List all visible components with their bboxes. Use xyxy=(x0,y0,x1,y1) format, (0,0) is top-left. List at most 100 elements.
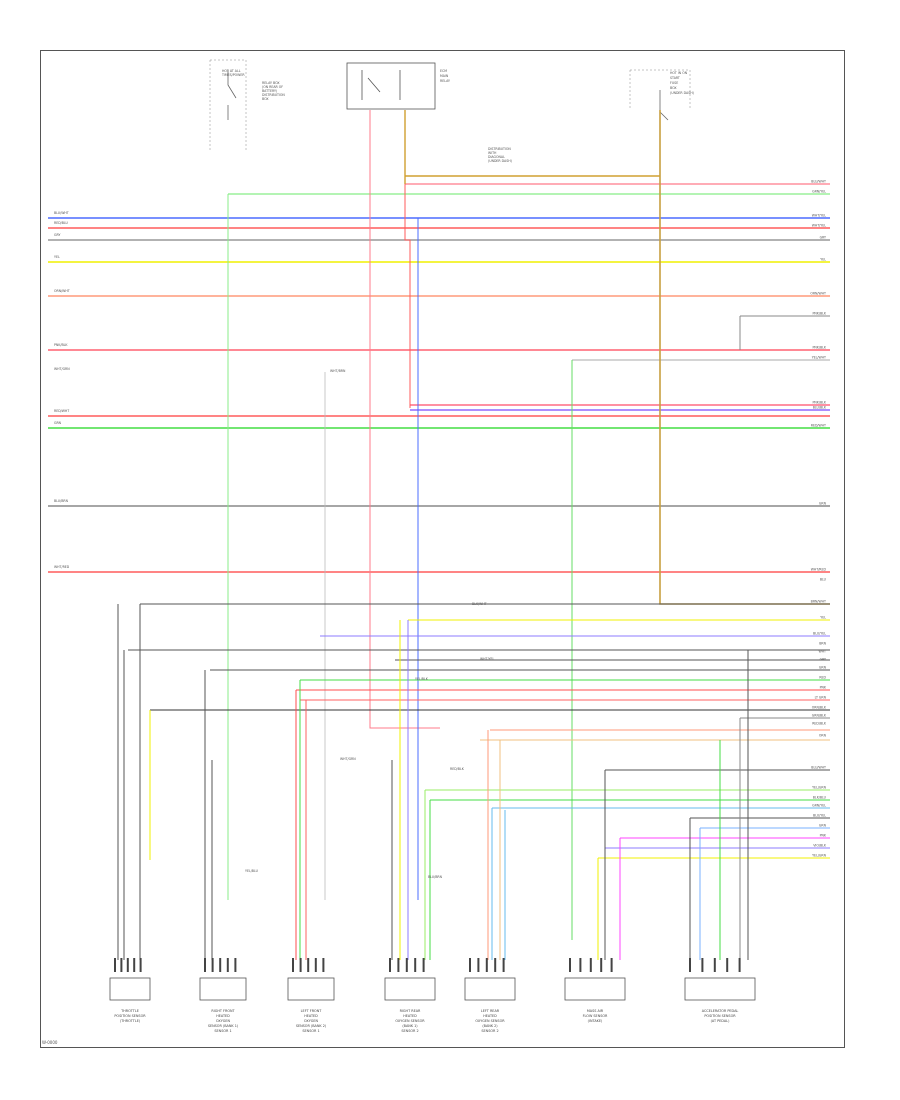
connector-pin xyxy=(600,958,603,972)
connector-pin xyxy=(726,958,729,972)
connector-pin xyxy=(738,958,741,972)
right-wire-label: PNK/BLK xyxy=(812,312,826,316)
right-wire-label: GRN xyxy=(819,666,827,670)
connector-pin xyxy=(314,958,317,972)
left-rear-oxygen-sensor-caption: LEFT REAR xyxy=(481,1009,500,1013)
connector-pin xyxy=(422,958,425,972)
connector-pin xyxy=(139,958,142,972)
main-relay-box xyxy=(346,62,436,110)
mid-wire-label: BLK/WHT xyxy=(472,602,487,606)
right-wire-label: BRN xyxy=(819,642,826,646)
connector-pin xyxy=(307,958,310,972)
left-wire-label: GRN xyxy=(54,421,62,425)
right-wire-label: GRY xyxy=(820,236,826,240)
main-relay-label: ECM xyxy=(440,69,447,73)
mid-wire-label: WHT/YEL xyxy=(480,657,495,661)
right-wire-label: RED/WHT xyxy=(811,424,826,428)
right-wire-label: BLU/WHT xyxy=(811,180,826,184)
top-note-label: (UNDER DASH) xyxy=(488,159,512,163)
left-wire-label: YEL xyxy=(54,255,60,259)
right-wire-label: WHT/RED xyxy=(811,568,827,572)
left-rear-oxygen-sensor-caption: OXYGEN SENSOR xyxy=(475,1019,505,1023)
top-note-label: WITH xyxy=(488,151,497,155)
right-wire-label: YEL/GRN xyxy=(812,854,826,858)
left-wire-label: GRY xyxy=(54,233,60,237)
footer-code: W-0000 xyxy=(42,1040,58,1045)
right-rear-oxygen-sensor-caption: SENSOR 2 xyxy=(401,1029,418,1033)
right-rear-oxygen-sensor-caption: OXYGEN SENSOR xyxy=(395,1019,425,1023)
accelerator-pedal-position-sensor-caption: POSITION SENSOR xyxy=(704,1014,736,1018)
mid-wire-label: RED/BLK xyxy=(450,767,465,771)
right-wire-label: WHT xyxy=(819,650,827,654)
connector-pin xyxy=(469,958,471,972)
left-front-oxygen-sensor-caption: HEATED xyxy=(304,1014,318,1018)
fuse-box-outline xyxy=(209,59,247,150)
top-right-fuse-label: FUSE xyxy=(670,81,678,85)
right-wire-label: YEL/GRN xyxy=(812,786,826,790)
right-wire-label: PNK/BLK xyxy=(812,346,826,350)
connector-pin xyxy=(219,958,222,972)
top-note-label: DIAGONAL xyxy=(488,155,505,159)
vertical-wire xyxy=(369,110,440,729)
connector-pin xyxy=(589,958,592,972)
connector-pin xyxy=(569,958,571,972)
right-wire-label: GRN/YEL xyxy=(812,190,826,194)
right-wire-label: ORN/BLK xyxy=(812,706,827,710)
right-front-oxygen-sensor-caption: SENSOR (BANK 1) xyxy=(208,1024,239,1028)
right-wire-label: YEL/WHT xyxy=(812,356,826,360)
right-wire-label: BLU/YEL xyxy=(813,632,826,636)
mass-air-flow-sensor-caption: (INTAKE) xyxy=(588,1019,603,1023)
accelerator-pedal-position-sensor-connector xyxy=(684,977,756,1001)
right-wire-label: GRY xyxy=(820,658,826,662)
connector-pin xyxy=(114,958,116,972)
left-rear-oxygen-sensor-caption: (BANK 2) xyxy=(482,1024,498,1028)
connector-pin xyxy=(713,958,716,972)
connector-pin xyxy=(397,958,400,972)
right-rear-oxygen-sensor-caption: (BANK 1) xyxy=(402,1024,418,1028)
right-front-oxygen-sensor-caption: HEATED xyxy=(216,1014,230,1018)
right-wire-label: WHT/YEL xyxy=(812,214,827,218)
connector-pin xyxy=(610,958,613,972)
left-wire-label: WHT/GRN xyxy=(54,367,70,371)
relay-coil-symbol xyxy=(361,70,401,100)
top-left-switch-label: RELAY BOX xyxy=(262,81,280,85)
top-note-label: DISTRIBUTION xyxy=(488,147,511,151)
connector-pin xyxy=(405,958,408,972)
top-left-switch-label: BATTERY) xyxy=(262,89,277,93)
connector-pin xyxy=(234,958,237,972)
accelerator-pedal-position-sensor-caption: ACCELERATOR PEDAL xyxy=(702,1009,739,1013)
right-wire-label: GRN xyxy=(819,824,827,828)
connector-pin xyxy=(477,958,480,972)
left-front-oxygen-sensor-caption: SENSOR (BANK 2) xyxy=(296,1024,327,1028)
right-fuse-symbol xyxy=(659,90,669,121)
right-front-oxygen-sensor-connector xyxy=(199,977,247,1001)
right-wire-label: RED/BLK xyxy=(812,722,827,726)
right-front-oxygen-sensor-caption: SENSOR 1 xyxy=(214,1029,231,1033)
right-wire-label: BRN/WHT xyxy=(811,600,826,604)
left-wire-label: BLU/BRN xyxy=(54,499,69,503)
top-left-switch-label: TIMES/POWER xyxy=(221,73,245,77)
right-front-oxygen-sensor-caption: RIGHT FRONT xyxy=(211,1009,235,1013)
mass-air-flow-sensor-connector xyxy=(564,977,626,1001)
right-wire-label: BLU xyxy=(820,578,827,582)
right-wire-label: GRN/BLK xyxy=(812,714,827,718)
throttle-position-sensor-caption: (THROTTLE) xyxy=(120,1019,141,1023)
bus-wire xyxy=(739,315,830,350)
left-rear-oxygen-sensor-caption: SENSOR 2 xyxy=(481,1029,498,1033)
top-right-fuse-label: HOT IN ON xyxy=(670,71,688,75)
right-wire-label: YEL xyxy=(820,258,826,262)
right-wire-label: ORN/WHT xyxy=(810,292,826,296)
right-wire-label: ORN xyxy=(819,734,827,738)
main-relay-label: MAIN xyxy=(440,74,449,78)
left-rear-oxygen-sensor-connector xyxy=(464,977,516,1001)
right-wire-label: GRN/YEL xyxy=(812,804,826,808)
connector-pin xyxy=(502,958,505,972)
right-rear-oxygen-sensor-connector xyxy=(384,977,436,1001)
connector-pin xyxy=(689,958,691,972)
mass-air-flow-sensor-caption: MASS AIR xyxy=(587,1009,604,1013)
diagram-frame xyxy=(40,50,845,1048)
accelerator-pedal-position-sensor-caption: (AT PEDAL) xyxy=(711,1019,730,1023)
right-wire-label: BLU/BLK xyxy=(813,406,827,410)
connector-pin xyxy=(226,958,229,972)
mid-wire-label: YEL/BLU xyxy=(245,869,259,873)
